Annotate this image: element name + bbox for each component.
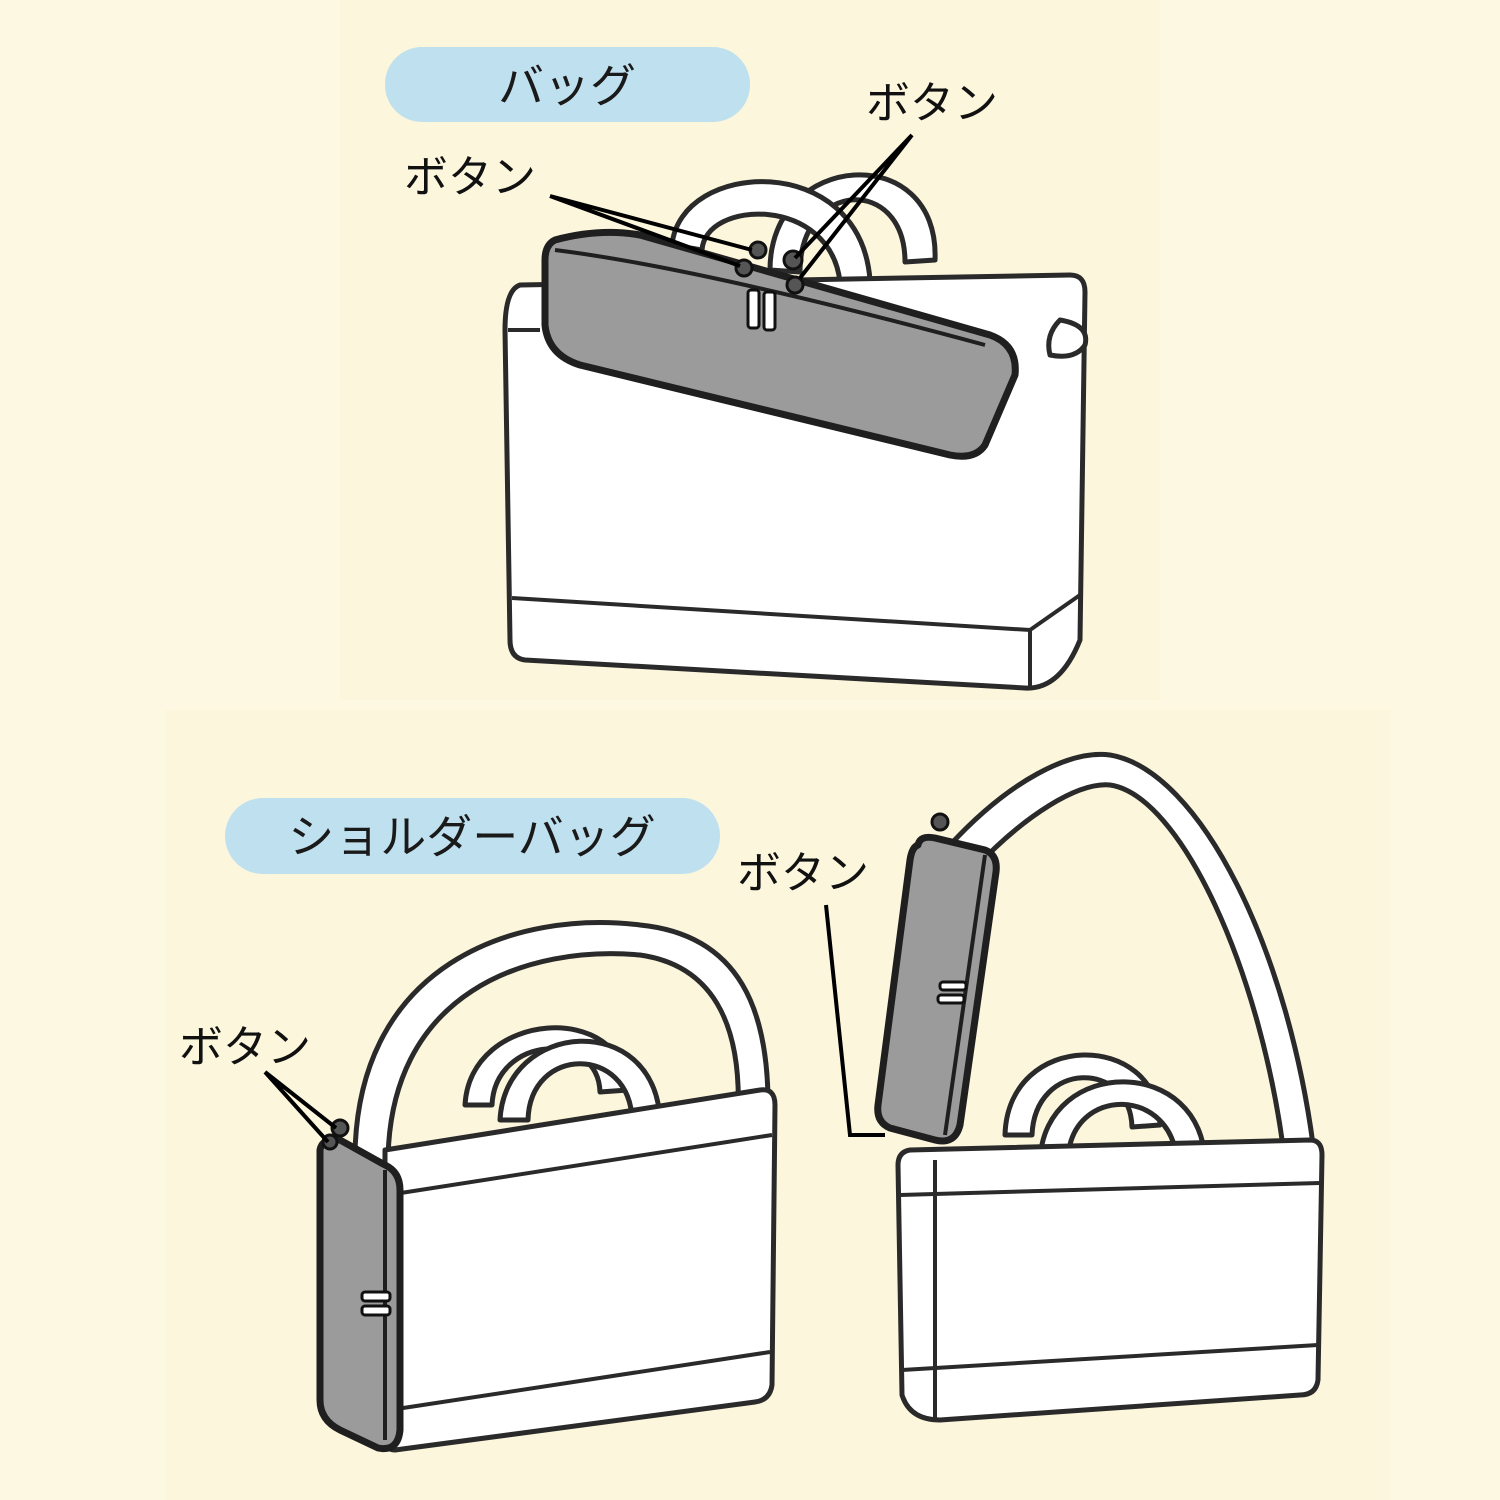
bag-left-top-seam <box>387 1133 773 1197</box>
button-dot-shoulder-right <box>930 812 950 832</box>
bag-right-bottom-seam <box>901 1343 1319 1372</box>
section-shoulder: ショルダーバッグ <box>225 798 720 874</box>
handle-back-right <box>1002 1052 1163 1138</box>
briefcase-top <box>502 172 1089 691</box>
shoulder-bag-left <box>316 920 778 1453</box>
label-button-shoulder-right: ボタン <box>737 848 869 899</box>
strap-ring <box>1046 317 1089 359</box>
label-button-top-right: ボタン <box>866 78 998 129</box>
button-dot-left-2 <box>734 258 754 278</box>
section-shoulder-title: ショルダーバッグ <box>288 810 656 864</box>
section-bag-pill <box>385 47 750 122</box>
section-bag-title: バッグ <box>498 59 636 113</box>
bag-body-right <box>895 1137 1325 1423</box>
button-dot-shoulder-left <box>330 1118 350 1138</box>
zipper-pulls-right <box>936 980 968 1005</box>
pen-case-right <box>874 833 1000 1145</box>
leader-top-left <box>549 194 753 268</box>
section-shoulder-pill <box>225 798 720 874</box>
bag-left-bottom-seam <box>389 1350 771 1412</box>
zipper-pulls <box>746 288 777 332</box>
pen-case <box>541 228 1019 460</box>
button-dot-left <box>748 240 768 260</box>
label-button-top-left: ボタン <box>404 152 536 203</box>
bag-right-top-seam <box>899 1181 1321 1197</box>
leader-shoulder-right <box>824 904 885 1137</box>
pen-case-right-zipper <box>943 854 987 1136</box>
shoulder-bag-right <box>874 751 1325 1423</box>
label-button-shoulder-left: ボタン <box>179 1022 311 1073</box>
button-dot-right-2 <box>785 275 805 295</box>
zipper-pulls-left <box>360 1290 392 1317</box>
section-bag: バッグ <box>385 47 750 122</box>
leader-top-right <box>793 133 914 280</box>
leader-shoulder-left <box>263 1070 338 1144</box>
pen-case-zipper-line <box>554 248 986 347</box>
